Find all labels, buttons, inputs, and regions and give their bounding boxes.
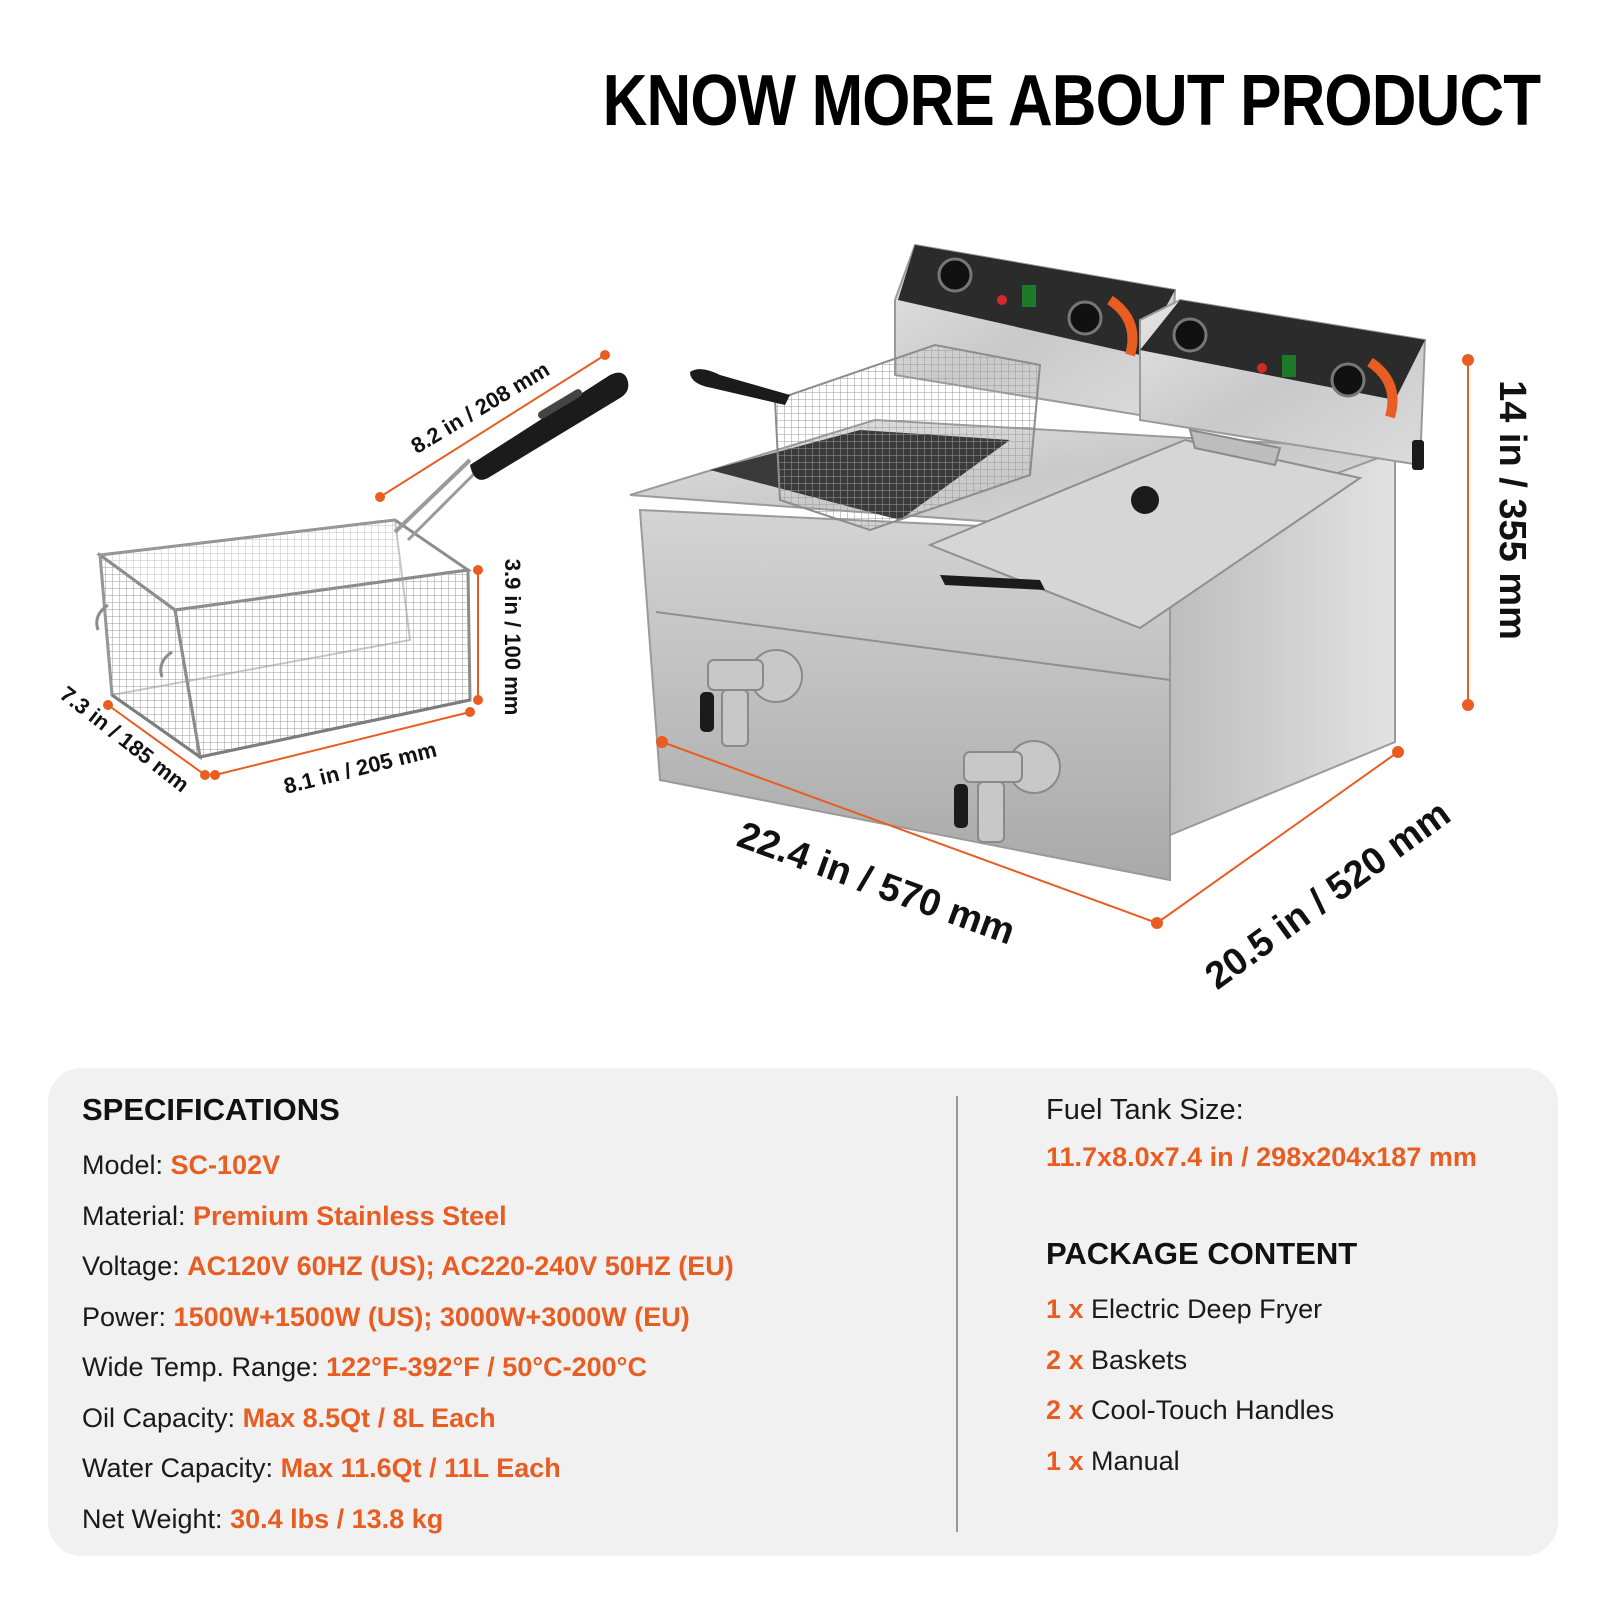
spec-row-water-capacity: Water Capacity: Max 11.6Qt / 11L Each [82, 1443, 942, 1494]
spec-row-oil-capacity: Oil Capacity: Max 8.5Qt / 8L Each [82, 1393, 942, 1444]
package-content-heading: PACKAGE CONTENT [1046, 1236, 1358, 1271]
package-item-name: Baskets [1091, 1344, 1188, 1375]
basket-height-label: 3.9 in / 100 mm [500, 559, 525, 716]
column-divider [956, 1096, 958, 1532]
spec-label: Net Weight: [82, 1503, 231, 1534]
package-item: 1 x Electric Deep Fryer [1046, 1284, 1546, 1335]
spec-value: Premium Stainless Steel [193, 1200, 507, 1231]
spec-value: 122°F-392°F / 50°C-200°C [326, 1352, 647, 1382]
spec-label: Voltage: [82, 1251, 188, 1281]
spec-row-model: Model: SC-102V [82, 1140, 942, 1191]
fryer-dimension-lines [656, 354, 1474, 929]
fryer-height-label: 14 in / 355 mm [1491, 380, 1533, 640]
spec-label: Model: [82, 1150, 171, 1180]
spec-value: Max 11.6Qt / 11L Each [280, 1453, 561, 1483]
package-item-name: Electric Deep Fryer [1091, 1294, 1323, 1324]
page-title: KNOW MORE ABOUT PRODUCT [602, 61, 1540, 141]
spec-row-power: Power: 1500W+1500W (US); 3000W+3000W (EU… [82, 1292, 942, 1343]
spec-label: Material: [82, 1200, 194, 1231]
basket-width-label: 8.1 in / 205 mm [281, 737, 439, 799]
tank-size-label: Fuel Tank Size: [1046, 1094, 1244, 1126]
spec-row-net-weight: Net Weight: 30.4 lbs / 13.8 kg [82, 1494, 942, 1545]
package-item: 2 x Cool-Touch Handles [1046, 1385, 1546, 1436]
spec-label: Power: [82, 1301, 174, 1332]
spec-label: Wide Temp. Range: [82, 1352, 327, 1382]
basket-illustration [95, 372, 629, 761]
spec-label: Oil Capacity: [82, 1402, 243, 1433]
specifications-column: SPECIFICATIONS Model: SC-102V Material: … [82, 1090, 942, 1544]
spec-row-voltage: Voltage: AC120V 60HZ (US); AC220-240V 50… [82, 1241, 942, 1292]
package-item-name: Cool-Touch Handles [1091, 1395, 1335, 1425]
fryer-depth-label: 20.5 in / 520 mm [1198, 793, 1459, 998]
package-item: 1 x Manual [1046, 1436, 1546, 1487]
specifications-panel: SPECIFICATIONS Model: SC-102V Material: … [48, 1068, 1558, 1556]
package-item: 2 x Baskets [1046, 1335, 1546, 1386]
spec-row-material: Material: Premium Stainless Steel [82, 1191, 942, 1242]
specifications-heading: SPECIFICATIONS [82, 1092, 340, 1127]
spec-label: Water Capacity: [82, 1453, 281, 1483]
package-item-name: Manual [1091, 1445, 1180, 1476]
basket-dimension-lines [103, 350, 610, 780]
spec-value: AC120V 60HZ (US); AC220-240V 50HZ (EU) [187, 1251, 734, 1281]
package-item-qty: 1 x [1046, 1445, 1092, 1476]
tank-size-value: 11.7x8.0x7.4 in / 298x204x187 mm [1046, 1142, 1477, 1172]
spec-row-temp-range: Wide Temp. Range: 122°F-392°F / 50°C-200… [82, 1342, 942, 1393]
spec-value: 30.4 lbs / 13.8 kg [230, 1503, 444, 1534]
fryer-illustration [629, 243, 1427, 882]
package-column: Fuel Tank Size: 11.7x8.0x7.4 in / 298x20… [1046, 1090, 1546, 1486]
spec-value: SC-102V [170, 1150, 281, 1180]
package-item-qty: 2 x [1046, 1344, 1092, 1375]
package-item-qty: 2 x [1046, 1395, 1092, 1425]
spec-value: 1500W+1500W (US); 3000W+3000W (EU) [173, 1301, 690, 1332]
spec-value: Max 8.5Qt / 8L Each [242, 1402, 496, 1433]
product-figure: 8.2 in / 208 mm 3.9 in / 100 mm 7.3 in /… [55, 243, 1533, 998]
package-item-qty: 1 x [1046, 1294, 1092, 1324]
